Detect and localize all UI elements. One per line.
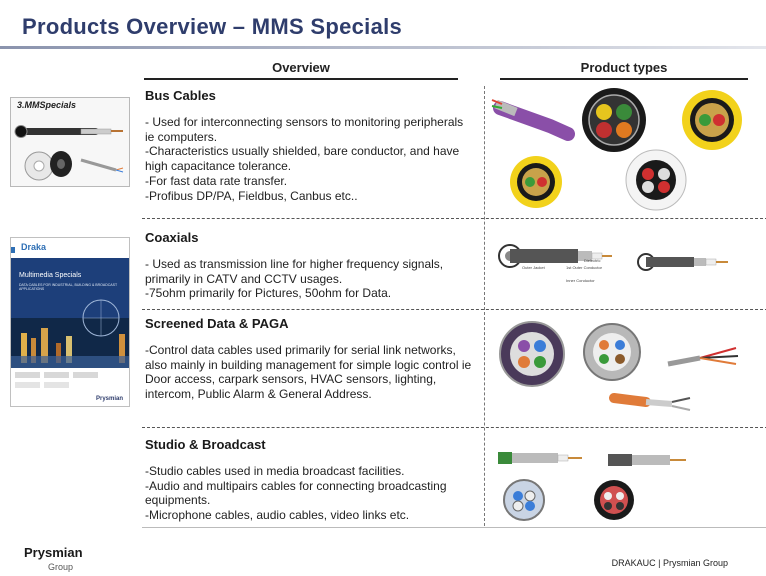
studio-broadcast-images [498,452,686,521]
paga-cable-image [609,393,691,411]
bus-cables-images [491,88,742,211]
bus-cables-title: Bus Cables [145,88,216,103]
prysmian-logo-sub: Group [48,562,74,572]
draka-logo-icon [11,247,15,253]
overview-column-header: Overview [272,60,330,75]
footer-text: DRAKAUC | Prysmian Group [611,558,728,568]
studio-broadcast-line: -Studio cables used in media broadcast f… [145,464,405,478]
purple-bus-cable-image [491,99,575,141]
brochure-subtitle: DATA CABLES FOR INDUSTRIAL, BUILDING & B… [19,283,118,291]
page-title: Products Overview – MMS Specials [22,14,403,39]
coax-label-outer-jacket: Outer Jacket [522,265,545,270]
section-divider [142,427,766,428]
cable-samples-image [14,125,124,181]
coaxials-line: -75ohm primarily for Pictures, 50ohm for… [145,286,392,301]
studio-broadcast-description: -Studio cables used in media broadcast f… [145,464,475,523]
coaxial-cable-image-2 [637,253,728,271]
studio-broadcast-line: -Audio and multipairs cables for connect… [145,478,447,508]
screened-cable-stripped-wires [667,347,739,367]
coaxial-images [498,244,728,271]
title-divider [0,46,766,49]
bus-cables-line: - Used for interconnecting sensors to mo… [145,115,464,144]
black-bus-cable-cross-section [582,88,646,152]
prysmian-logo: Prysmian [24,545,83,560]
broadcast-multipair-cross-section [503,479,545,521]
overview-header-rule [144,78,458,80]
coaxials-line: - Used as transmission line for higher f… [145,257,444,286]
brochure-publisher: Prysmian [95,396,123,402]
bus-cables-line: -Characteristics usually shielded, bare … [145,144,460,174]
bottom-divider [142,527,766,528]
coaxial-cable-image-1 [498,244,612,268]
column-divider [484,86,485,526]
coax-label-dielectric: Dielectric [584,258,601,263]
brochure-cover-image [11,247,129,388]
studio-cable-image-green [498,452,582,464]
brochure-brand: Draka [21,242,47,252]
coax-label-inner-conductor: Inner Conductor [566,278,595,283]
screened-cable-cross-section-grey [583,323,641,381]
screened-cable-cross-section-purple [499,321,565,387]
bus-cables-description: - Used for interconnecting sensors to mo… [145,115,475,203]
screened-data-description: -Control data cables used primarily for … [145,343,475,402]
yellow-bus-cable-cross-section-small [510,156,562,208]
bus-cables-line: -Profibus DP/PA, Fieldbus, Canbus etc.. [145,188,358,203]
section-divider [142,218,766,219]
bus-cables-line: -For fast data rate transfer. [145,173,288,188]
studio-broadcast-line: -Microphone cables, audio cables, video … [145,508,410,523]
product-types-header-rule [500,78,748,80]
product-types-column-header: Product types [580,60,668,75]
screened-data-line: -Control data cables used primarily for … [145,343,472,402]
mms-thumbnail: 3.MMSpecials [10,97,130,187]
thumbnail-label: 3.MMSpecials [17,100,77,110]
screened-data-title: Screened Data & PAGA [145,316,289,331]
studio-broadcast-title: Studio & Broadcast [145,437,266,452]
coax-label-outer-conductor: 1st Outer Conductor [566,265,603,270]
section-divider [142,309,766,310]
white-bus-cable-cross-section [625,149,687,211]
studio-cable-image-grey [608,454,686,466]
yellow-bus-cable-cross-section-large [682,90,742,150]
coaxials-description: - Used as transmission line for higher f… [145,257,475,301]
coaxials-title: Coaxials [145,230,199,245]
draka-brochure: Draka Multimedia Specials DATA CABLES FO… [10,237,130,407]
brochure-title: Multimedia Specials [19,272,82,279]
broadcast-audio-cross-section [594,480,634,520]
screened-data-images [499,321,739,411]
